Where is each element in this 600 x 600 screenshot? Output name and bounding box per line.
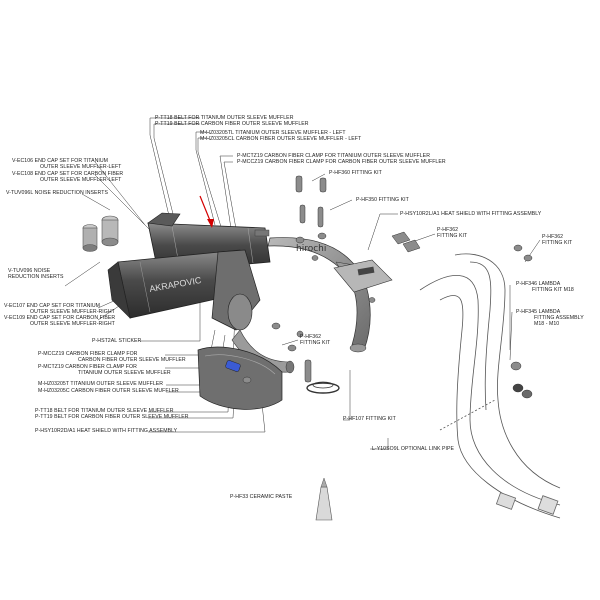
label-ec108-line2: OUTER SLEEVE MUFFLER-LEFT (40, 177, 122, 183)
label-hf350: P-HF350 FITTING KIT (356, 197, 409, 203)
label-hf360: P-HF360 FITTING KIT (329, 170, 382, 176)
label-hf362-b-line2: FITTING KIT (542, 240, 573, 246)
label-mctz19-lower-line1: P-MCTZ19 CARBON FIBER CLAMP FOR (38, 364, 137, 370)
optional-link-pipe (419, 253, 561, 519)
label-ec109-line2: OUTER SLEEVE MUFFLER-RIGHT (30, 321, 115, 327)
label-hf362-c-line1: P-HF362 (300, 334, 322, 340)
label-mccz19-lower-line1: P-MCCZ19 CARBON FIBER CLAMP FOR (38, 351, 138, 357)
label-tt18-belt-lower: P-TT18 BELT FOR TITANIUM OUTER SLEEVE MU… (35, 408, 174, 414)
label-tt19-belt-lower: P-TT19 BELT FOR CARBON FIBER OUTER SLEEV… (35, 414, 189, 420)
label-ec107-line2: OUTER SLEEVE MUFFLER-RIGHT (30, 309, 115, 315)
label-hf362-a-line2: FITTING KIT (437, 233, 468, 239)
label-mctz19-lower-line2: TITANIUM OUTER SLEEVE MUFFLER (78, 370, 171, 376)
label-tt18-belt-upper: P-TT18 BELT FOR TITANIUM OUTER SLEEVE MU… (155, 115, 294, 121)
label-ec106-line1: V-EC106 END CAP SET FOR TITANIUM (12, 158, 109, 164)
label-ec109-line1: V-EC109 END CAP SET FOR CARBON FIBER (4, 315, 116, 321)
heat-shield-lower (197, 346, 283, 410)
watermark: hirochi (296, 244, 327, 254)
label-mccz19-upper: P-MCCZ19 CARBON FIBER CLAMP FOR CARBON F… (237, 159, 446, 165)
fitting-kits (242, 175, 533, 399)
label-tuv096l: V-TUV096L NOISE REDUCTION INSERTS (6, 190, 108, 196)
label-muffler-carbon-left: M-HZ03205CL CARBON FIBER OUTER SLEEVE MU… (200, 136, 362, 142)
label-hf362-c-line2: FITTING KIT (300, 340, 331, 346)
heat-shield-upper (333, 259, 393, 293)
label-hst2al-sticker: P-HST2AL STICKER (92, 338, 142, 344)
noise-reduction-inserts-left (82, 215, 119, 252)
label-mctz19-upper: P-MCTZ19 CARBON FIBER CLAMP FOR TITANIUM… (237, 153, 430, 159)
label-ec106-line2: OUTER SLEEVE MUFFLER-LEFT (40, 164, 122, 170)
label-hsy10r2d: P-HSY10R2D/A1 HEAT SHIELD WITH FITTING A… (35, 428, 178, 434)
label-ec107-line1: V-EC107 END CAP SET FOR TITANIUM (4, 303, 101, 309)
label-tuv096-line1: V-TUV096 NOISE (8, 268, 51, 274)
label-hf33-ceramic-paste: P-HF33 CERAMIC PASTE (230, 494, 293, 500)
label-muffler-titanium-right: M-HZ03205T TITANIUM OUTER SLEEVE MUFFLER (38, 381, 164, 387)
label-muffler-titanium-left: M-HZ03205TL TITANIUM OUTER SLEEVE MUFFLE… (200, 130, 346, 136)
muffler-right: AKRAPOVIC (107, 249, 261, 331)
label-ec108-line1: V-EC108 END CAP SET FOR CARBON FIBER (12, 171, 124, 177)
label-hf362-b-line1: P-HF362 (542, 234, 564, 240)
red-arrow-icon (199, 195, 214, 228)
label-hf345-line3: M18 - M10 (534, 321, 560, 327)
label-hf345-line2: FITTING ASSEMBLY (534, 315, 584, 321)
label-hf346-line1: P-HF346 LAMBDA (516, 281, 561, 287)
label-hsy10r2l: P-HSY10R2L/A1 HEAT SHIELD WITH FITTING A… (400, 211, 542, 217)
label-mccz19-lower-line2: CARBON FIBER OUTER SLEEVE MUFFLER (78, 357, 186, 363)
label-tt19-belt-upper: P-TT19 BELT FOR CARBON FIBER OUTER SLEEV… (155, 121, 309, 127)
label-muffler-carbon-right: M-HZ03205C CARBON FIBER OUTER SLEEVE MUF… (38, 388, 179, 394)
label-tuv096-line2: REDUCTION INSERTS (8, 274, 64, 280)
ceramic-paste-tube (315, 477, 333, 521)
label-optional-link-pipe: L-Y10SO9L OPTIONAL LINK PIPE (372, 446, 455, 452)
label-hf346-line2: FITTING KIT M18 (532, 287, 574, 293)
label-hf345-line1: P-HF345 LAMBDA (516, 309, 561, 315)
label-hf107: P-HF107 FITTING KIT (343, 416, 396, 422)
label-hf362-a-line1: P-HF362 (437, 227, 459, 233)
